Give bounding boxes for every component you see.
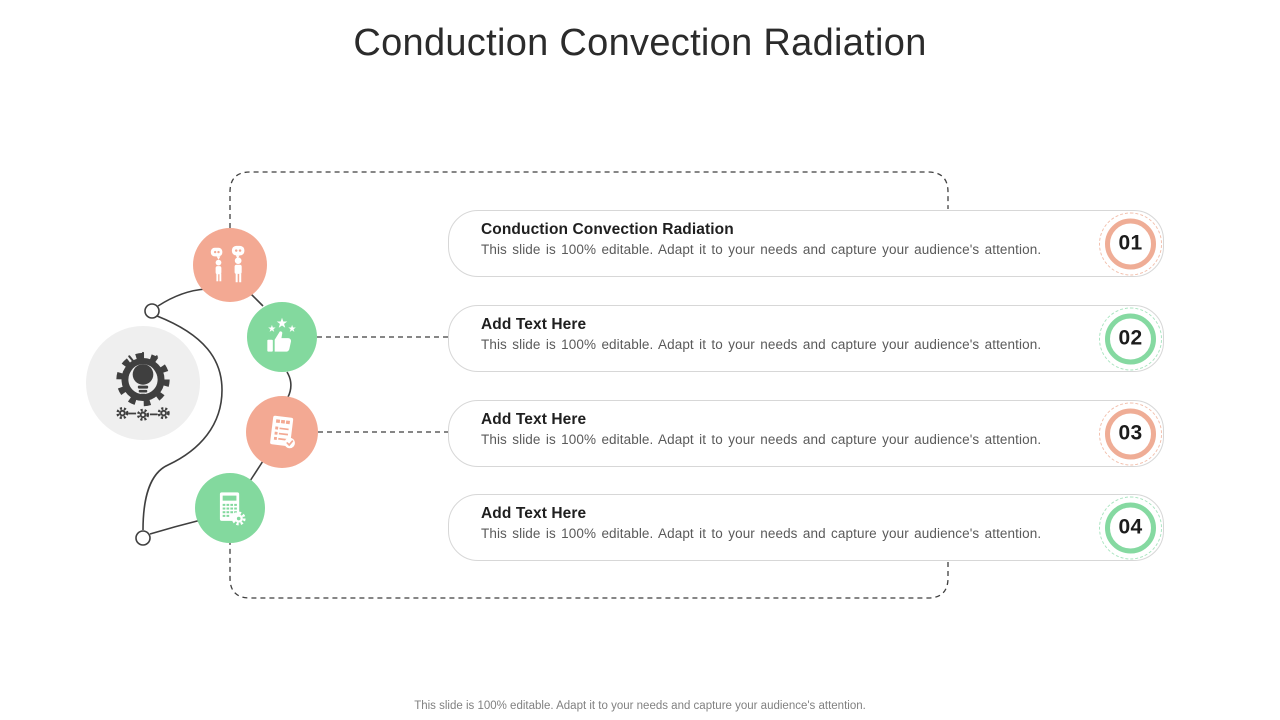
node-circle-1 xyxy=(193,228,267,302)
item-heading: Add Text Here xyxy=(481,411,587,428)
thumbs-up-stars-icon xyxy=(267,317,296,352)
number-badge-04: 04 xyxy=(1099,496,1162,559)
discussion-icon xyxy=(210,245,245,283)
calculator-gear-icon xyxy=(219,492,246,526)
line-anchor-to-node4 xyxy=(149,519,202,535)
item-heading: Conduction Convection Radiation xyxy=(481,221,734,238)
list-item-3: Add Text Here This slide is 100% editabl… xyxy=(448,400,1164,467)
anchor-dot-bottom xyxy=(135,530,151,546)
dashed-frame-top xyxy=(229,171,949,228)
badge-number: 03 xyxy=(1105,408,1156,459)
list-item-4: Add Text Here This slide is 100% editabl… xyxy=(448,494,1164,561)
arc-line xyxy=(142,315,223,531)
number-badge-02: 02 xyxy=(1099,307,1162,370)
item-description: This slide is 100% editable. Adapt it to… xyxy=(481,432,1042,447)
item-description: This slide is 100% editable. Adapt it to… xyxy=(481,337,1042,352)
list-item-1: Conduction Convection Radiation This sli… xyxy=(448,210,1164,277)
node-circle-4 xyxy=(195,473,265,543)
number-badge-03: 03 xyxy=(1099,402,1162,465)
item-description: This slide is 100% editable. Adapt it to… xyxy=(481,526,1042,541)
badge-number: 02 xyxy=(1105,313,1156,364)
innovation-gear-bulb-icon xyxy=(116,351,170,421)
checklist-icon xyxy=(270,415,295,449)
line-node1-node2 xyxy=(250,293,264,307)
dashed-frame-bottom xyxy=(229,543,949,599)
number-badge-01: 01 xyxy=(1099,212,1162,275)
footer-note: This slide is 100% editable. Adapt it to… xyxy=(414,700,866,712)
anchor-dot-top xyxy=(144,303,160,319)
line-node2-node3 xyxy=(286,371,292,398)
node-circle-2 xyxy=(247,302,317,372)
line-node3-node4 xyxy=(249,460,264,482)
line-anchor-to-node1 xyxy=(157,288,207,307)
node-circle-3 xyxy=(246,396,318,468)
item-heading: Add Text Here xyxy=(481,316,587,333)
badge-number: 04 xyxy=(1105,502,1156,553)
center-circle xyxy=(86,326,200,440)
item-heading: Add Text Here xyxy=(481,505,587,522)
list-item-2: Add Text Here This slide is 100% editabl… xyxy=(448,305,1164,372)
item-description: This slide is 100% editable. Adapt it to… xyxy=(481,242,1042,257)
badge-number: 01 xyxy=(1105,218,1156,269)
page-title: Conduction Convection Radiation xyxy=(353,22,927,64)
